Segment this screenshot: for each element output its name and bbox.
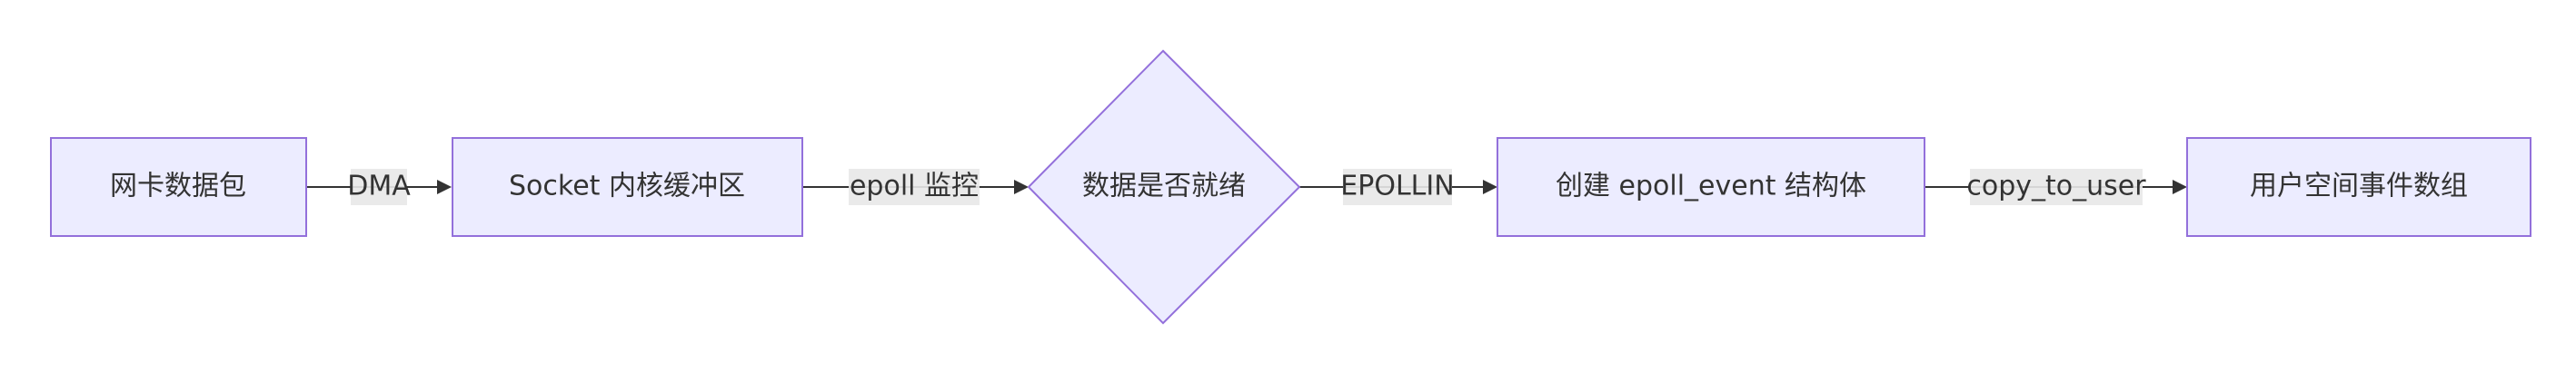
node-label-data-ready: 数据是否就绪 bbox=[1082, 171, 1246, 202]
edge-create-array: copy_to_user bbox=[1925, 169, 2187, 205]
edge-label-dma: DMA bbox=[347, 171, 411, 202]
node-socket-buffer: Socket 内核缓冲区 bbox=[452, 137, 803, 237]
node-label-socket-buffer: Socket 内核缓冲区 bbox=[509, 171, 745, 202]
node-label-create-epoll-event: 创建 epoll_event 结构体 bbox=[1556, 171, 1866, 202]
node-label-nic-packet: 网卡数据包 bbox=[110, 171, 246, 202]
node-data-ready-decision: 数据是否就绪 bbox=[1027, 49, 1301, 325]
node-user-event-array: 用户空间事件数组 bbox=[2186, 137, 2531, 237]
node-nic-packet: 网卡数据包 bbox=[50, 137, 307, 237]
edge-ready-create: EPOLLIN bbox=[1299, 169, 1497, 205]
edge-nic-socket: DMA bbox=[306, 169, 452, 205]
edge-socket-ready: epoll 监控 bbox=[802, 169, 1029, 205]
edge-label-epoll-monitor: epoll 监控 bbox=[850, 171, 979, 202]
node-label-user-event-array: 用户空间事件数组 bbox=[2250, 171, 2468, 202]
edge-label-copy-to-user: copy_to_user bbox=[1966, 171, 2146, 202]
edge-label-epollin: EPOLLIN bbox=[1340, 171, 1454, 202]
node-create-epoll-event: 创建 epoll_event 结构体 bbox=[1497, 137, 1925, 237]
